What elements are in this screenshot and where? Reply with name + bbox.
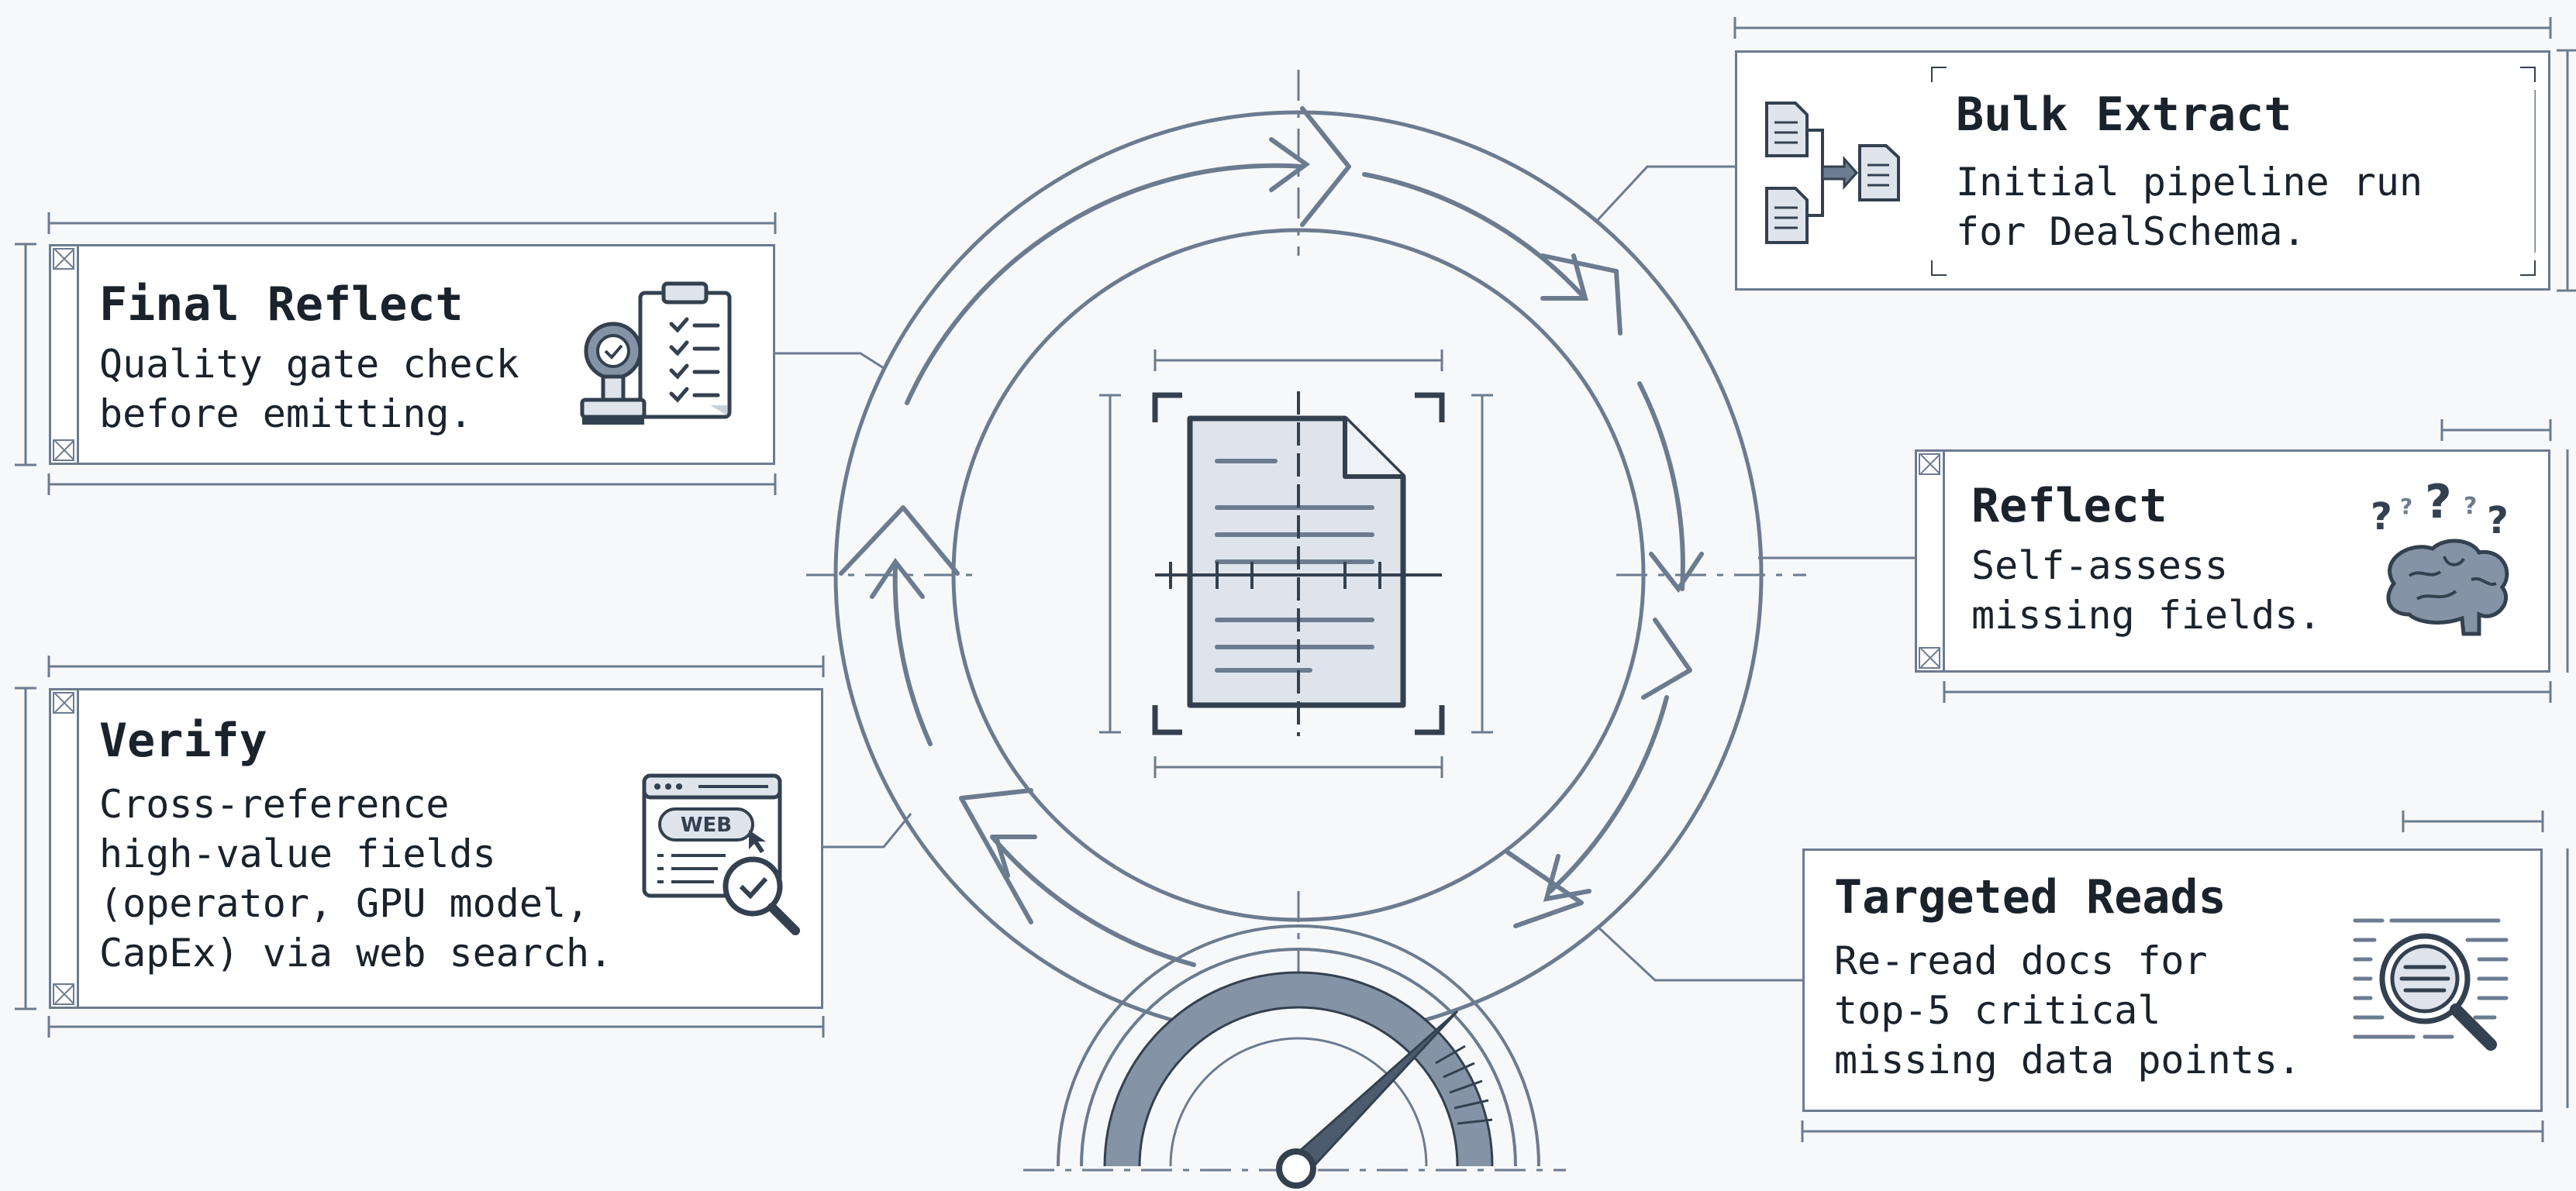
- step-title-final-reflect: Final Reflect: [99, 277, 464, 332]
- step-description-targeted-reads: Re-read docs for top-5 critical missing …: [1834, 938, 2302, 1083]
- svg-text:?: ?: [2425, 475, 2452, 529]
- step-title-verify: Verify: [99, 714, 267, 768]
- step-title-bulk-extract: Bulk Extract: [1956, 88, 2292, 142]
- svg-text:?: ?: [2371, 495, 2392, 539]
- card-side-strip: [51, 690, 79, 1007]
- card-side-strip: [51, 246, 79, 463]
- step-description-bulk-extract: Initial pipeline run for DealSchema.: [1956, 160, 2423, 254]
- step-card-bulk-extract: Bulk Extract Initial pipeline run for De…: [1735, 50, 2550, 291]
- dimension-lines: [15, 17, 2576, 1142]
- inner-ring: [951, 228, 1646, 922]
- step-title-targeted-reads: Targeted Reads: [1834, 870, 2226, 924]
- step-description-verify: Cross-reference high-value fields (opera…: [99, 782, 613, 976]
- svg-text:?: ?: [2400, 494, 2412, 519]
- step-card-verify: Verify Cross-reference high-value fields…: [49, 688, 823, 1009]
- svg-text:?: ?: [2487, 499, 2509, 542]
- document-icon: [1099, 349, 1493, 778]
- cycle-arrows: [839, 106, 1692, 928]
- magnifier-text-icon: [2353, 918, 2509, 1051]
- checklist-stamp-icon: [580, 281, 732, 425]
- documents-merge-icon: [1765, 102, 1900, 244]
- cycle-flow-arrows: [870, 137, 1704, 967]
- gauge-icon: [1057, 924, 1540, 1189]
- step-card-reflect: Reflect Self-assess missing fields. ? ? …: [1915, 449, 2550, 673]
- step-card-final-reflect: Final Reflect Quality gate check before …: [49, 244, 775, 465]
- web-search-icon: WEB: [642, 773, 800, 935]
- connector-lines: [775, 165, 1915, 982]
- step-description-final-reflect: Quality gate check before emitting.: [99, 342, 519, 436]
- card-side-strip: [1917, 452, 1945, 670]
- web-label: WEB: [681, 814, 732, 837]
- step-description-reflect: Self-assess missing fields.: [1971, 543, 2322, 638]
- step-card-targeted-reads: Targeted Reads Re-read docs for top-5 cr…: [1802, 849, 2543, 1112]
- brain-question-icon: ? ? ? ? ?: [2371, 475, 2509, 636]
- step-title-reflect: Reflect: [1971, 479, 2167, 533]
- svg-text:?: ?: [2464, 493, 2477, 520]
